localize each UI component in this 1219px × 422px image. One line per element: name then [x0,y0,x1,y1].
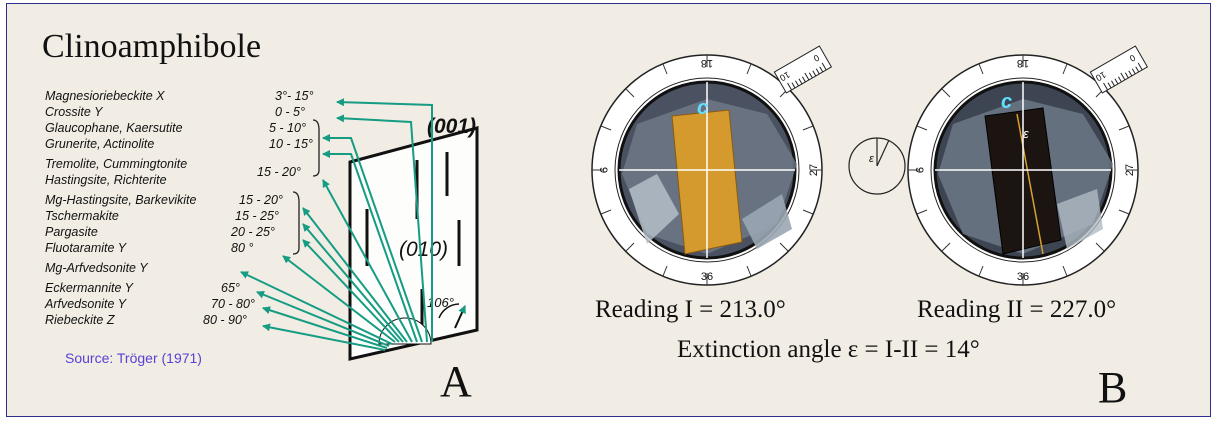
reading-two: Reading II = 227.0° [917,296,1117,323]
stage-number: 18 [1017,57,1029,69]
mineral-name: Fluotaramite Y [45,241,127,255]
angle-value: 70 - 80° [211,297,255,311]
grain-texture [1057,189,1103,249]
arrow [336,98,433,342]
mineral-name: Crossite Y [45,105,103,119]
crystal-section [348,126,479,361]
c-axis-label: c [697,97,708,119]
arrow [262,306,388,349]
mineral-name: Tremolite, Cummingtonite [45,157,188,171]
mineral-name: Pargasite [45,225,98,239]
arrow [322,179,413,343]
stage-number: 36 [701,271,713,283]
angle-value: 15 - 20° [239,193,283,207]
direction-arrows [240,98,433,351]
epsilon-indicator: ε [848,137,906,195]
panel-b-label: B [1098,363,1128,412]
stage-ticks [592,55,822,285]
arrow [336,114,428,343]
stage-number: 18 [701,57,713,69]
angle-value: 15 - 20° [257,165,301,179]
mineral-name: Hastingsite, Richterite [45,173,167,187]
stage-number: 27 [808,164,820,176]
figure-title: Clinoamphibole [42,28,262,65]
beta-angle-label: 106° [427,295,454,310]
extinction-angle-text: Extinction angle ε = I-II = 14° [677,336,980,363]
crystal-diagram: 106° (001) (010) [240,45,1149,361]
arrow [262,323,386,351]
c-axis-label: c [1001,91,1012,113]
mineral-name: Mg-Hastingsite, Barkevikite [45,193,197,207]
group-bracket [312,119,320,177]
reading-one: Reading I = 213.0° [595,296,786,323]
face-001-label: (001) [427,115,476,138]
group-bracket [292,191,300,255]
vernier-number: 10 [778,70,792,84]
arrow [302,223,404,343]
arrow [302,239,400,343]
grain-texture [629,174,679,244]
angle-value: 3°- 15° [275,89,314,103]
vernier-number: 0 [812,53,821,64]
arrow [322,134,423,343]
angle-value: 80 ° [231,241,254,255]
arrow [240,271,393,345]
stage-ticks [908,55,1138,285]
grain-texture [742,194,792,249]
figure-frame: Clinoamphibole Magnesioriebeckite X Cros… [6,3,1211,417]
angle-value: 80 - 90° [203,313,247,327]
mineral-name: Mg-Arfvedsonite Y [45,261,148,275]
epsilon-symbol: ε [1023,126,1029,141]
vernier-number: 0 [1128,53,1137,64]
arrow [282,255,396,343]
mineral-name: Glaucophane, Kaersutite [45,121,183,135]
face-010-label: (010) [399,238,448,261]
angle-value: 10 - 15° [269,137,313,151]
source-citation: Source: Tröger (1971) [65,350,202,366]
angle-value: 15 - 25° [235,209,279,223]
arrow [256,290,390,347]
arrow [302,207,408,343]
vernier-scale: 10 0 [773,45,833,94]
panel-a-label: A [440,357,472,406]
angle-value: 0 - 5° [275,105,306,119]
epsilon-symbol: ε [869,153,874,165]
microscope-stage-left: c 18 27 36 9 [591,45,833,286]
stage-number: 9 [597,167,609,173]
vernier-number: 10 [1094,70,1108,84]
angle-value: 65° [221,281,240,295]
extinction-line [1016,113,1044,255]
mineral-name: Tschermakite [45,209,119,223]
angle-value: 5 - 10° [269,121,306,135]
stage-number: 27 [1124,164,1136,176]
mineral-name: Riebeckite Z [45,313,115,327]
stage-number: 9 [913,167,925,173]
mineral-name: Grunerite, Actinolite [45,137,155,151]
mineral-name: Arfvedsonite Y [45,297,127,311]
microscope-stage-right: c ε 18 27 36 9 [907,45,1149,286]
mineral-name: Magnesioriebeckite X [45,89,165,103]
vernier-scale: 10 0 [1089,45,1149,94]
stage-number: 36 [1017,271,1029,283]
angle-arc [438,303,460,319]
arrow [322,150,418,343]
mineral-name: Eckermannite Y [45,281,134,295]
angle-value: 20 - 25° [231,225,275,239]
angle-arrow [454,305,466,329]
